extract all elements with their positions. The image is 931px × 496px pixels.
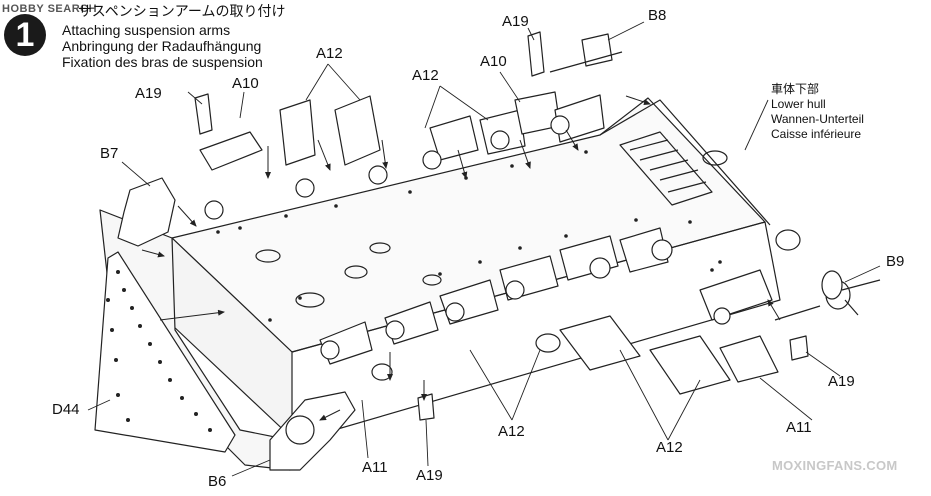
label-a11-right: A11 xyxy=(786,419,812,436)
a19-part-top xyxy=(527,31,545,77)
mounting-holes xyxy=(216,150,722,322)
rear-grille xyxy=(619,131,713,206)
label-a10-right: A10 xyxy=(480,53,507,70)
b7-plate xyxy=(117,177,176,247)
label-d44: D44 xyxy=(52,401,80,418)
lower-hull-callout: 車体下部 Lower hull Wannen-Unterteil Caisse … xyxy=(771,82,864,142)
label-a19-right: A19 xyxy=(828,373,855,390)
label-a11-bottom: A11 xyxy=(362,459,388,476)
b8-part xyxy=(549,33,623,73)
lower-hull-label-jp: 車体下部 xyxy=(771,82,820,96)
label-b7: B7 xyxy=(100,145,119,162)
step-title-de: Anbringung der Radaufhängung xyxy=(62,38,262,54)
upper-suspension-arms xyxy=(199,91,605,220)
label-a12-top-mid: A12 xyxy=(412,67,439,84)
a19-part-right xyxy=(789,335,809,361)
watermark-bottom: MOXINGFANS.COM xyxy=(772,458,898,473)
step-title-fr: Fixation des bras de suspension xyxy=(62,54,263,70)
lower-suspension-arms xyxy=(319,227,851,395)
label-a19-bottom: A19 xyxy=(416,467,443,484)
lower-hull-label-de: Wannen-Unterteil xyxy=(771,112,864,126)
lower-hull-label-en: Lower hull xyxy=(771,97,826,111)
label-b9: B9 xyxy=(886,253,905,270)
label-a12-bottom-mid: A12 xyxy=(498,423,525,440)
watermark-top: HOBBY SEARCH xyxy=(2,3,98,15)
b6-bracket xyxy=(269,391,356,471)
lower-hull-label-fr: Caisse inférieure xyxy=(771,127,862,141)
step-title-en: Attaching suspension arms xyxy=(62,22,231,38)
label-a12-top-left: A12 xyxy=(316,45,343,62)
label-b6: B6 xyxy=(208,473,227,490)
step-number-badge: 1 xyxy=(4,14,46,56)
label-a10-left: A10 xyxy=(232,75,259,92)
a19-part-left xyxy=(194,93,213,135)
d44-plate xyxy=(94,251,236,453)
a19-part-bottom xyxy=(417,393,435,421)
step-title-jp: サスペンションアームの取り付け xyxy=(78,3,286,19)
label-a19-left: A19 xyxy=(135,85,162,102)
d44-plate-rivets xyxy=(106,270,212,432)
label-a12-bottom-right: A12 xyxy=(656,439,683,456)
assembly-arrows xyxy=(141,95,781,421)
leader-lines xyxy=(87,21,881,477)
b9-part xyxy=(774,270,881,321)
label-a19-top: A19 xyxy=(502,13,529,30)
label-b8: B8 xyxy=(648,7,667,24)
